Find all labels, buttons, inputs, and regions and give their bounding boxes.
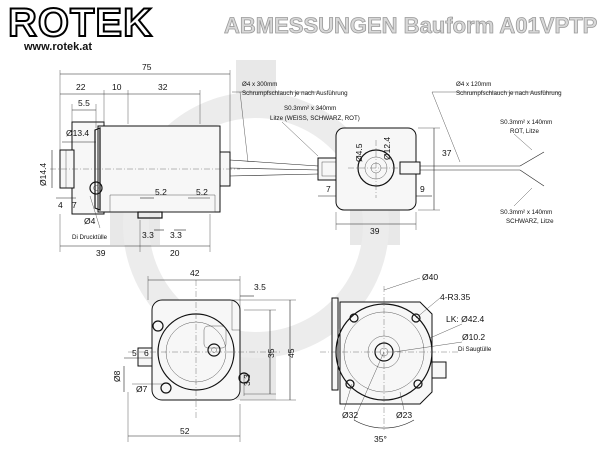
dim-39-connector: 39 bbox=[370, 226, 380, 236]
dim-5-2-left: 5.2 bbox=[155, 187, 167, 197]
watermark-gear bbox=[110, 60, 400, 400]
dim-overall-length: 75 bbox=[142, 62, 152, 72]
dim-35: 35 bbox=[266, 348, 276, 358]
dim-dia-10-2: Ø10.2 bbox=[462, 332, 485, 342]
dim-39: 39 bbox=[96, 248, 106, 258]
dim-dia-8: Ø8 bbox=[112, 370, 122, 382]
page-title: ABMESSUNGEN Bauform A01VPTP bbox=[224, 13, 597, 38]
dim-3-3-left: 3.3 bbox=[142, 230, 154, 240]
dim-37: 37 bbox=[442, 148, 452, 158]
wire-black-spec: S0.3mm² x 140mm bbox=[500, 209, 552, 216]
wire-red-spec: S0.3mm² x 140mm bbox=[500, 119, 552, 126]
shrink-left-size: Ø4 x 300mm bbox=[242, 81, 277, 88]
dim-20: 20 bbox=[170, 248, 180, 258]
rear-view bbox=[320, 277, 463, 430]
dim-3-5: 3.5 bbox=[254, 282, 266, 292]
wire-black-label: SCHWARZ, Litze bbox=[506, 218, 554, 225]
cable-assembly bbox=[232, 91, 560, 230]
wire-red-label: ROT, Litze bbox=[510, 128, 539, 135]
dim-dia-12-4: Ø12.4 bbox=[382, 137, 392, 160]
dim-angle: 35° bbox=[374, 434, 387, 444]
wire-spec: S0.3mm² x 340mm bbox=[284, 105, 336, 112]
side-view bbox=[50, 70, 319, 252]
front-view bbox=[123, 276, 296, 442]
dim-32: 32 bbox=[158, 82, 168, 92]
dim-dia-32: Ø32 bbox=[342, 410, 358, 420]
dim-22: 22 bbox=[76, 82, 86, 92]
dim-5-5: 5.5 bbox=[78, 98, 90, 108]
rotek-logo: ROTEK bbox=[7, 0, 153, 46]
dim-dia-23: Ø23 bbox=[396, 410, 412, 420]
dim-42: 42 bbox=[190, 268, 200, 278]
logo-text: ROTEK bbox=[8, 1, 153, 45]
label-inlet: Di Saugtülle bbox=[458, 346, 492, 353]
website-link[interactable]: www.rotek.at bbox=[23, 41, 92, 53]
dim-radius: 4-R3.35 bbox=[440, 292, 471, 302]
dim-6: 6 bbox=[144, 348, 149, 358]
shrink-right-note: Schrumpfschlauch je nach Ausführung bbox=[456, 90, 562, 97]
dim-7-connector: 7 bbox=[326, 184, 331, 194]
dim-dia-4: Ø4 bbox=[84, 216, 96, 226]
dim-3-3-front: 3.3 bbox=[242, 374, 252, 386]
wire-colors: Litze (WEISS, SCHWARZ, ROT) bbox=[270, 115, 360, 122]
dim-dia-14-4: Ø14.4 bbox=[38, 163, 48, 186]
dim-5: 5 bbox=[132, 348, 137, 358]
dim-10: 10 bbox=[112, 82, 122, 92]
shrink-left-note: Schrumpfschlauch je nach Ausführung bbox=[242, 90, 348, 97]
dim-3-3-right: 3.3 bbox=[170, 230, 182, 240]
dim-7: 7 bbox=[72, 200, 77, 210]
dim-4: 4 bbox=[58, 200, 63, 210]
dim-dia-13-4: Ø13.4 bbox=[66, 128, 89, 138]
dim-5-2-right: 5.2 bbox=[196, 187, 208, 197]
dim-dia-40: Ø40 bbox=[422, 272, 438, 282]
dim-9: 9 bbox=[420, 184, 425, 194]
dim-pcd: LK: Ø42.4 bbox=[446, 314, 485, 324]
dim-dia-7: Ø7 bbox=[136, 384, 148, 394]
dim-45: 45 bbox=[286, 348, 296, 358]
label-outlet: Di Drucktülle bbox=[72, 234, 108, 241]
dim-52: 52 bbox=[180, 426, 190, 436]
mounting-hole bbox=[89, 181, 103, 195]
dim-dia-4-5: Ø4.5 bbox=[354, 143, 364, 162]
shrink-right-size: Ø4 x 120mm bbox=[456, 81, 491, 88]
